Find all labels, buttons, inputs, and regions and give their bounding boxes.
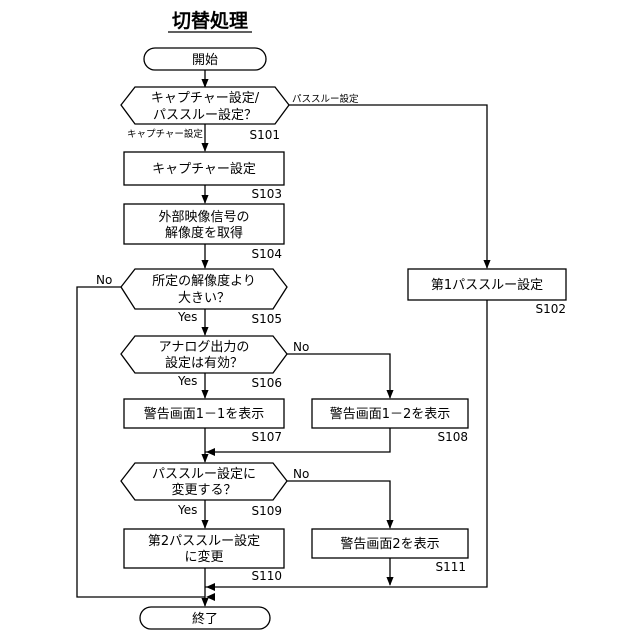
process-s110-line1: 第2パススルー設定 — [148, 533, 260, 549]
decision-s105-line2: 大きい？ — [178, 291, 230, 306]
step-label-s106: S106 — [251, 376, 282, 390]
end-label: 終了 — [192, 611, 218, 627]
branch-label-s109-no: No — [293, 467, 309, 481]
branch-label-capture: キャプチャー設定 — [127, 128, 203, 140]
decision-s109-line1: パススルー設定に — [152, 466, 256, 482]
step-label-s108: S108 — [437, 430, 468, 444]
process-s108-label: 警告画面1－2を表示 — [330, 406, 451, 422]
process-s102: 第1パススルー設定 — [408, 269, 566, 300]
process-s110-line2: に変更 — [184, 549, 223, 565]
decision-s105-line1: 所定の解像度より — [152, 273, 256, 289]
decision-s106-line1: アナログ出力の — [159, 340, 250, 355]
step-label-s110: S110 — [251, 569, 282, 583]
edge-s106-s108 — [287, 354, 390, 398]
process-s103: キャプチャー設定 — [124, 152, 284, 185]
process-s110: 第2パススルー設定 に変更 — [124, 529, 284, 568]
process-s104-line1: 外部映像信号の — [158, 210, 249, 225]
decision-s101: キャプチャー設定/ パススルー設定？ — [121, 87, 289, 124]
decision-s101-line2: パススルー設定？ — [153, 107, 257, 123]
process-s102-label: 第1パススルー設定 — [431, 277, 543, 293]
process-s104: 外部映像信号の 解像度を取得 — [124, 204, 284, 244]
step-label-s102: S102 — [535, 302, 566, 316]
decision-s106: アナログ出力の 設定は有効？ — [121, 336, 287, 373]
diagram-title: 切替処理 — [172, 9, 248, 32]
edge-s109-s111 — [287, 481, 390, 528]
end-terminal: 終了 — [140, 607, 270, 629]
process-s108: 警告画面1－2を表示 — [312, 399, 468, 428]
edge-s108-merge — [205, 428, 390, 452]
process-s107: 警告画面1－1を表示 — [124, 399, 284, 428]
branch-label-s105-yes: Yes — [177, 310, 197, 324]
step-label-s104: S104 — [251, 247, 282, 261]
process-s107-label: 警告画面1－1を表示 — [144, 406, 265, 422]
branch-label-s106-no: No — [293, 340, 309, 354]
step-label-s101: S101 — [249, 128, 280, 142]
process-s103-label: キャプチャー設定 — [152, 161, 256, 177]
decision-s101-line1: キャプチャー設定/ — [151, 90, 260, 106]
step-labels: S101 S103 S104 S105 S102 S106 S107 S108 … — [249, 128, 566, 583]
step-label-s103: S103 — [251, 187, 282, 201]
edge-s101-s102 — [289, 105, 487, 268]
merge-arrowhead — [206, 583, 215, 591]
no-merge-arrowhead — [206, 593, 215, 601]
step-label-s109: S109 — [251, 504, 282, 518]
process-s104-line2: 解像度を取得 — [165, 225, 243, 241]
process-s111: 警告画面2を表示 — [312, 529, 468, 558]
decision-s106-line2: 設定は有効？ — [165, 355, 243, 371]
decision-s105: 所定の解像度より 大きい？ — [121, 269, 287, 309]
start-label: 開始 — [192, 53, 218, 68]
branch-label-s106-yes: Yes — [177, 374, 197, 388]
decision-s109-line2: 変更する？ — [171, 482, 236, 498]
step-label-s105: S105 — [251, 312, 282, 326]
process-s111-label: 警告画面2を表示 — [340, 536, 439, 552]
start-terminal: 開始 — [144, 48, 266, 70]
branch-label-s109-yes: Yes — [177, 503, 197, 517]
branch-label-s105-no: No — [96, 273, 112, 287]
s108-merge-arrowhead — [206, 448, 215, 456]
step-label-s107: S107 — [251, 430, 282, 444]
step-label-s111: S111 — [435, 560, 466, 574]
branch-label-passthrough: パススルー設定 — [292, 93, 359, 105]
decision-s109: パススルー設定に 変更する？ — [121, 463, 287, 500]
